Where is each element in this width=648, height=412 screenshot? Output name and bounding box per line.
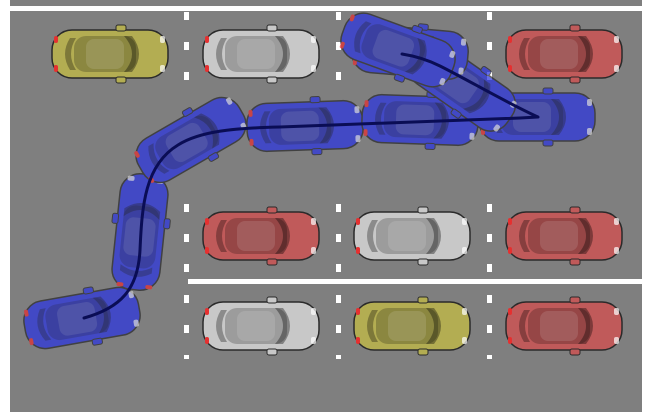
- middle-boundary-line: [188, 279, 642, 284]
- parked-car-red: [203, 207, 319, 265]
- right-margin: [642, 0, 648, 412]
- top-boundary-line: [10, 6, 642, 11]
- parked-car-white: [203, 25, 319, 83]
- parked-car-yellow: [52, 25, 168, 83]
- parked-car-white: [354, 207, 470, 265]
- parked-car-white: [203, 297, 319, 355]
- parked-car-red: [506, 297, 622, 355]
- left-margin: [0, 0, 10, 412]
- parked-car-red: [506, 25, 622, 83]
- parked-car-yellow: [354, 297, 470, 355]
- parked-car-red: [506, 207, 622, 265]
